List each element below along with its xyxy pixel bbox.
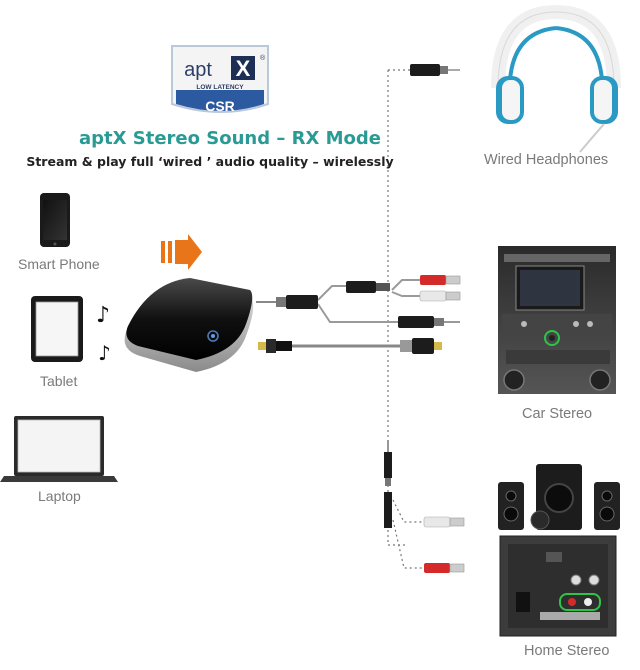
headphones-icon (491, 4, 621, 153)
svg-text:♪: ♪ (98, 341, 111, 365)
svg-text:♪: ♪ (96, 303, 110, 328)
rca-black-plug (346, 281, 390, 293)
home-rca-white-plug (423, 516, 465, 528)
aux-plug-icon (256, 295, 318, 309)
aux-plug-vertical (384, 440, 392, 528)
home-stereo-panel (499, 535, 617, 637)
optical-plug-icon (258, 339, 292, 353)
music-note-icon: ♪ ♪ (96, 303, 111, 365)
page-title: aptX Stereo Sound – RX Mode (78, 128, 382, 149)
orange-arrow-icon (161, 234, 202, 270)
laptop-icon (0, 416, 118, 482)
aptx-trademark: ® (260, 54, 266, 62)
optical-plug-car (400, 338, 442, 354)
home-rca-red-plug (424, 563, 465, 573)
label-wired-headphones: Wired Headphones (484, 152, 609, 168)
aptx-tagline: LOW LATENCY (196, 84, 244, 91)
home-stereo-speakers (498, 464, 620, 530)
aptx-logo: apt X ® LOW LATENCY CSR (171, 45, 269, 114)
aux-plug-car (398, 316, 460, 328)
label-smart-phone: Smart Phone (18, 256, 100, 272)
page-subtitle: Stream & play full ‘wired ’ audio qualit… (26, 154, 394, 169)
label-home-stereo: Home Stereo (524, 643, 610, 659)
smart-phone-icon (40, 193, 70, 247)
aptx-vendor: CSR (205, 98, 235, 114)
aptx-brand-text: apt (184, 59, 212, 81)
rca-white-plug (419, 290, 461, 302)
label-tablet: Tablet (40, 373, 78, 389)
bluetooth-receiver (124, 278, 254, 372)
aptx-x-box (231, 56, 255, 80)
rca-red-plug (420, 275, 461, 285)
label-laptop: Laptop (38, 488, 81, 504)
car-stereo-image (498, 246, 616, 394)
headphone-plug (410, 64, 460, 76)
tablet-icon (31, 296, 83, 362)
aptx-x-text: X (236, 56, 251, 81)
label-car-stereo: Car Stereo (522, 406, 593, 422)
